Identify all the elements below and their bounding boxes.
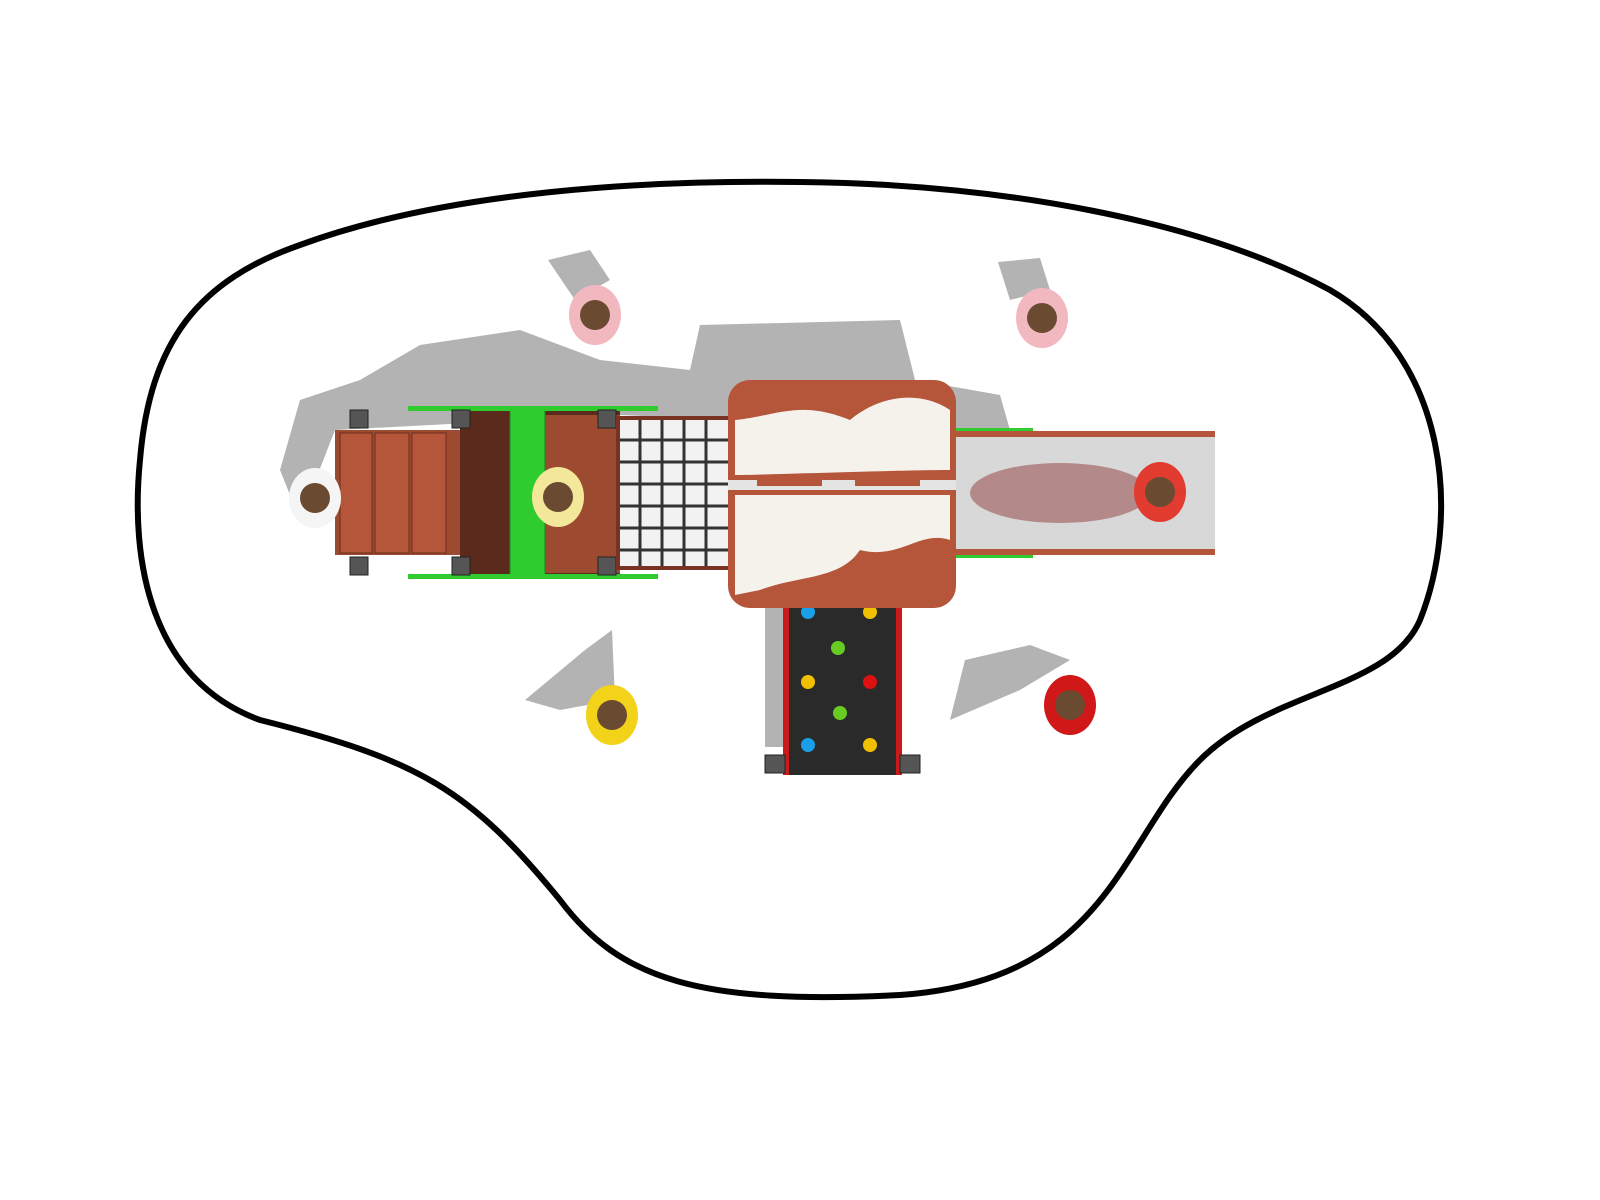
safety-zone-boundary	[134, 178, 1445, 1001]
climbing-hold	[801, 738, 815, 752]
climbing-wall	[764, 605, 921, 775]
climbing-hold	[863, 738, 877, 752]
child-figure	[1016, 288, 1068, 348]
climbing-hold	[801, 675, 815, 689]
child-figure	[586, 685, 638, 745]
climbing-hold	[863, 605, 877, 619]
climbing-hold	[833, 706, 847, 720]
child-figure	[1044, 675, 1096, 735]
child-figure	[532, 467, 584, 527]
climbing-hold	[801, 605, 815, 619]
cargo-net-bridge	[616, 416, 732, 570]
slide	[955, 428, 1215, 558]
children	[289, 285, 1186, 745]
child-figure	[289, 468, 341, 528]
child-figure	[569, 285, 621, 345]
climbing-hold	[863, 675, 877, 689]
child-figure	[1134, 462, 1186, 522]
tower-roof	[728, 380, 956, 608]
climbing-hold	[831, 641, 845, 655]
stairs	[335, 409, 460, 576]
